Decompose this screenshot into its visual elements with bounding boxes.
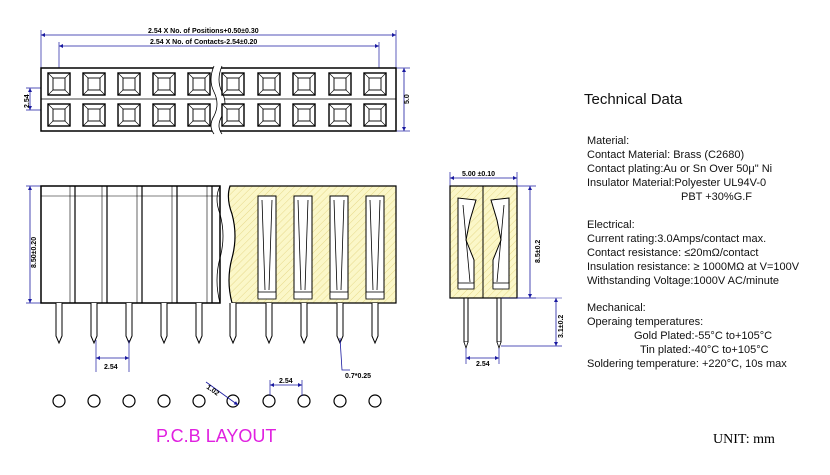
contact-opening [87, 77, 101, 91]
pcb-hole [52, 394, 66, 408]
contact-plating: Contact plating:Au or Sn Over 50μ" Ni [587, 163, 773, 175]
withstanding-voltage: Withstanding Voltage:1000V AC/minute [587, 275, 780, 287]
gold-plated-temp: Gold Plated:-55°C to+105°C [634, 330, 773, 342]
contact-opening [262, 108, 276, 122]
contacts-formula: 2.54 X No. of Contacts-2.54±0.20 [150, 39, 257, 46]
pcb-hole [262, 394, 276, 408]
mechanical-header: Mechanical: [587, 302, 646, 314]
positions-formula: 2.54 X No. of Positions+0.50±0.30 [148, 28, 259, 35]
contact-opening [333, 77, 347, 91]
top-height-dim: 2.54 [24, 94, 31, 108]
pin [55, 303, 63, 345]
contact-opening [192, 77, 206, 91]
contact-opening [122, 77, 136, 91]
contact-opening [333, 108, 347, 122]
pin [336, 303, 344, 345]
contact-opening [52, 77, 66, 91]
side-pins [55, 303, 379, 345]
pcb-pitch-dim: 2.54 [279, 378, 293, 385]
contact-opening [192, 108, 206, 122]
pcb-hole [368, 394, 382, 408]
top-width-dim: 5.0 [404, 94, 411, 104]
end-height-dim: 8.5±0.2 [535, 240, 542, 263]
pin [300, 303, 308, 345]
side-height-dim: 8.50±0.20 [31, 237, 38, 268]
tin-plated-temp: Tin plated:-40°C to+105°C [640, 344, 769, 356]
pin [195, 303, 203, 345]
end-width-dim: 5.00 ±0.10 [462, 171, 495, 178]
contact-opening [52, 108, 66, 122]
pin-width-dim: 0.7*0.25 [345, 373, 371, 380]
insulator-extra: PBT +30%G.F [681, 191, 753, 203]
pcb-hole [87, 394, 101, 408]
cutaway-contacts [257, 195, 385, 300]
contact-opening [368, 77, 382, 91]
pin [265, 303, 273, 345]
pin [125, 303, 133, 345]
contact-opening [122, 108, 136, 122]
pcb-holes [52, 394, 382, 408]
side-view: 8.50±0.20 2.54 0.7*0.25 [26, 185, 397, 380]
contact-opening [297, 108, 311, 122]
pin [371, 303, 379, 345]
pcb-layout: 1.02 2.54 [52, 378, 382, 408]
insulator-material: Insulator Material:Polyester UL94V-0 [587, 177, 767, 189]
pcb-hole [333, 394, 347, 408]
unit-label: UNIT: mm [713, 432, 775, 447]
contact-cells [47, 72, 387, 127]
contact-spring [329, 195, 349, 299]
tech-title: Technical Data [584, 91, 683, 108]
contact-spring [365, 195, 385, 299]
soldering-temp: Soldering temperature: +220°C, 10s max [587, 358, 787, 370]
contact-opening [157, 108, 171, 122]
insulation-resistance: Insulation resistance: ≥ 1000MΩ at V=100… [587, 261, 800, 273]
pcb-hole [192, 394, 206, 408]
contact-spring [293, 195, 313, 299]
contact-spring [257, 195, 277, 299]
contact-opening [368, 108, 382, 122]
pcb-hole [122, 394, 136, 408]
contact-opening [262, 77, 276, 91]
top-view: 2.54 X No. of Positions+0.50±0.30 2.54 X… [24, 28, 411, 135]
pcb-hole-dim: 1.02 [205, 384, 220, 398]
pin [160, 303, 168, 345]
pcb-layout-label: P.C.B LAYOUT [156, 426, 277, 446]
end-view: 5.00 ±0.10 8.5±0.2 3.1±0.2 2.54 [449, 171, 565, 368]
current-rating: Current rating:3.0Amps/contact max. [587, 233, 767, 245]
end-pitch-dim: 2.54 [476, 361, 490, 368]
contact-opening [87, 108, 101, 122]
contact-opening [226, 77, 240, 91]
contact-resistance: Contact resistance: ≤20mΩ/contact [587, 247, 759, 259]
contact-opening [297, 77, 311, 91]
pin [90, 303, 98, 345]
operating-temps: Operaing temperatures: [587, 316, 704, 328]
pin-pitch-dim: 2.54 [104, 364, 118, 371]
contact-opening [157, 77, 171, 91]
pin-length-dim: 3.1±0.2 [558, 315, 565, 338]
contact-material: Contact Material: Brass (C2680) [587, 149, 745, 161]
pin [229, 303, 237, 345]
contact-opening [226, 108, 240, 122]
pcb-hole [157, 394, 171, 408]
electrical-header: Electrical: [587, 219, 635, 231]
material-header: Material: [587, 135, 630, 147]
pcb-hole [297, 394, 311, 408]
